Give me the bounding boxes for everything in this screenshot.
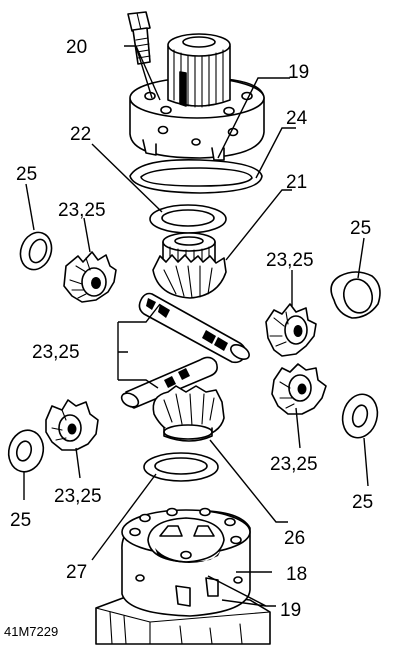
- upper-case-half: [129, 33, 265, 161]
- callout-23-25-middle: 23,25: [32, 342, 80, 363]
- pinion-gear-left-bottom: [45, 399, 99, 451]
- callout-25-right-bottom: 25: [352, 492, 373, 513]
- thrust-washer-27: [143, 452, 219, 482]
- reference-code: 41M7229: [4, 624, 58, 639]
- callout-labels: 20 19 24 22 21 25 23,25 25 23,25 23,25 2…: [4, 37, 373, 639]
- thrust-washer-right-bottom: [341, 393, 379, 439]
- callout-18: 18: [286, 564, 307, 585]
- thrust-washer-left-bottom: [7, 429, 45, 473]
- pinion-gear-left-top: [63, 251, 117, 303]
- callout-23-25-right-top: 23,25: [266, 250, 314, 271]
- callout-23-25-left-top: 23,25: [58, 200, 106, 221]
- thrust-washer-left-top: [19, 231, 53, 271]
- leader-lines: [23, 45, 369, 607]
- callout-26: 26: [284, 528, 305, 549]
- pinion-gear-right-top: [265, 303, 317, 357]
- callout-23-25-right-bottom: 23,25: [270, 454, 318, 475]
- pinion-gear-right-bottom: [271, 363, 327, 415]
- callout-24: 24: [286, 108, 308, 129]
- thrust-washer-22: [149, 204, 227, 234]
- lower-case-half: [95, 507, 271, 645]
- callout-23-25-left-bottom: 23,25: [54, 486, 102, 507]
- callout-19-top: 19: [288, 62, 309, 83]
- side-gear-26: [152, 385, 225, 442]
- callout-20: 20: [66, 37, 87, 58]
- callout-25-right-top: 25: [350, 218, 371, 239]
- callout-21: 21: [286, 172, 307, 193]
- callout-22: 22: [70, 124, 91, 145]
- callout-19-bottom: 19: [280, 600, 301, 621]
- washer-ring-24: [129, 159, 263, 194]
- thrust-washer-right-top: [330, 271, 381, 319]
- callout-25-left-top: 25: [16, 164, 37, 185]
- callout-25-left-bottom: 25: [10, 510, 31, 531]
- bolt-part: [127, 11, 151, 65]
- side-gear-21: [152, 232, 227, 299]
- cross-shaft-pieces: [120, 292, 250, 409]
- callout-27: 27: [66, 562, 87, 583]
